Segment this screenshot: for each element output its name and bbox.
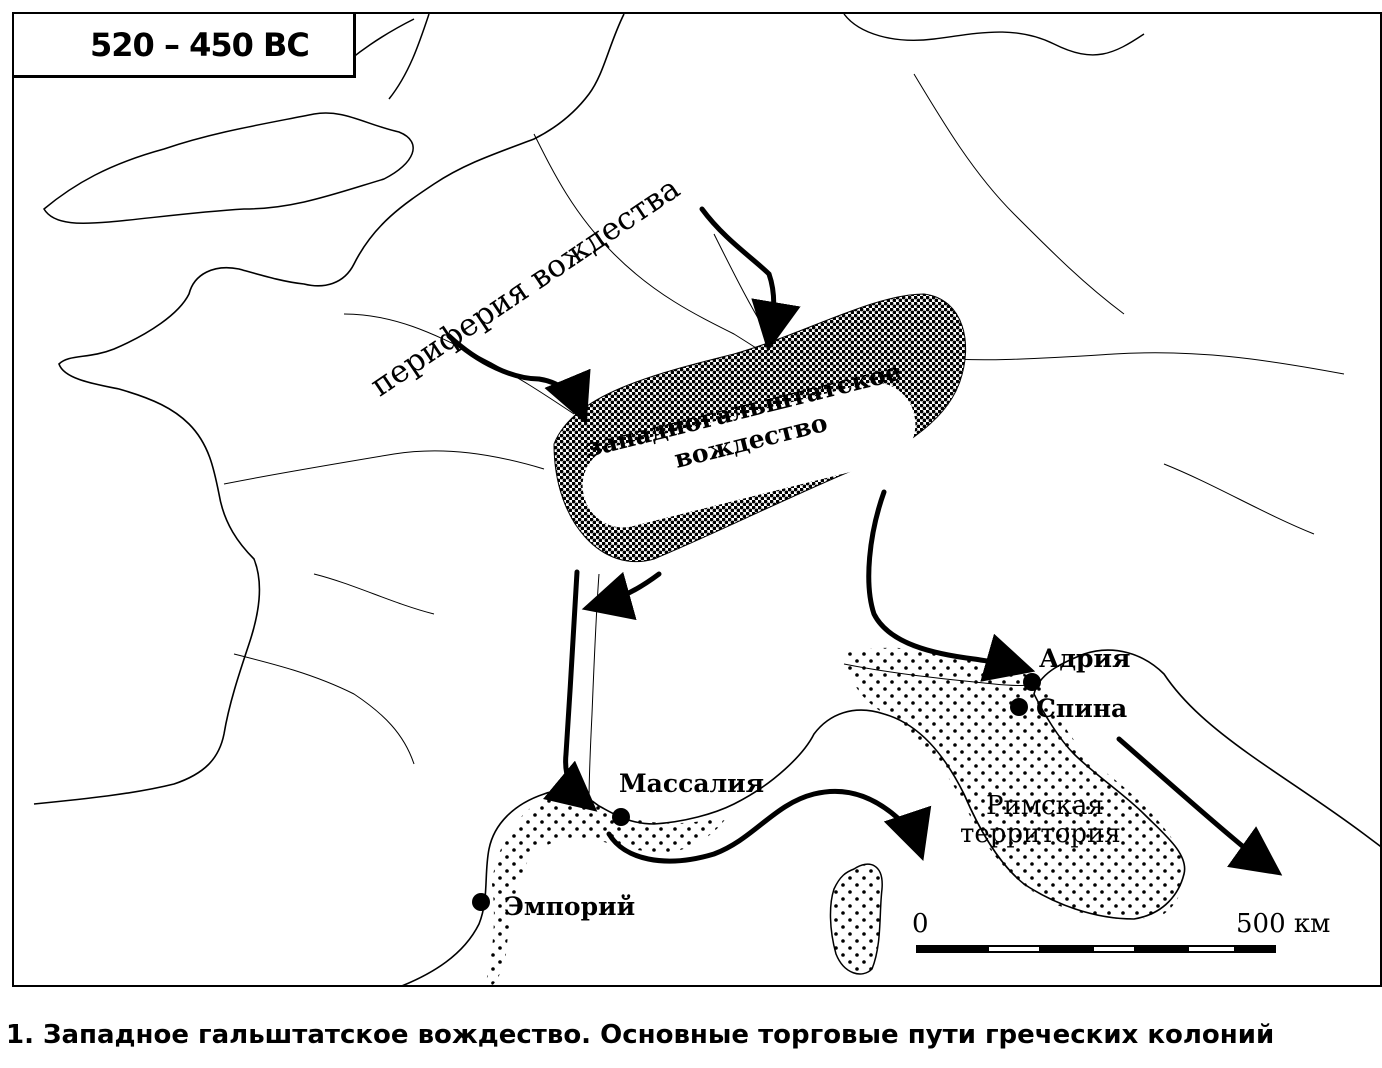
roman-territory-label-line2: территория [960,819,1121,849]
route-arrow-south-east [1116,736,1283,876]
emporion-dot [472,893,490,911]
massalia-dot [612,808,630,826]
route-arrow-adriatic [866,489,1036,682]
map-frame: 520 – 450 BC периферия вождества западно… [12,12,1382,987]
period-label: 520 – 450 BC [90,26,310,64]
atlantic-coastline [33,14,625,805]
etruscan-roman-zone [844,647,1184,920]
period-label-box: 520 – 450 BC [14,14,356,78]
tributary-2 [1163,463,1315,535]
route-arrow-short [581,571,662,621]
city-label-spina: Спина [1036,694,1128,723]
chiefdom-label-plate [582,382,916,528]
loire-river [223,450,545,485]
spina-dot [1010,698,1028,716]
tributary-1 [313,573,435,615]
scale-label-start: 0 [912,909,929,939]
greek-zone-gaul [485,797,729,985]
city-label-adria: Адрия [1039,644,1131,673]
north-coastline [843,14,1145,56]
city-label-massalia: Массалия [619,769,765,798]
rhone-river [588,573,600,805]
scale-bar [916,945,1276,953]
route-arrow-massalia-east [606,788,932,864]
route-arrow-rhone [542,569,598,812]
map-canvas [33,14,1380,985]
elbe-river [913,73,1125,315]
roman-territory-label-line1: Римская [986,791,1104,821]
route-arrow-periphery-north [699,206,801,352]
corsica-island [829,863,883,975]
route-arrow-periphery-west [446,333,591,425]
adria-dot [1023,673,1041,691]
figure-caption: 1. Западное гальштатское вождество. Осно… [6,1020,1275,1050]
britain-coastline [43,112,414,225]
city-label-emporion: Эмпорий [504,892,636,921]
trade-routes [446,206,1283,876]
garonne-river [233,653,415,765]
scale-label-end: 500 км [1236,909,1331,939]
